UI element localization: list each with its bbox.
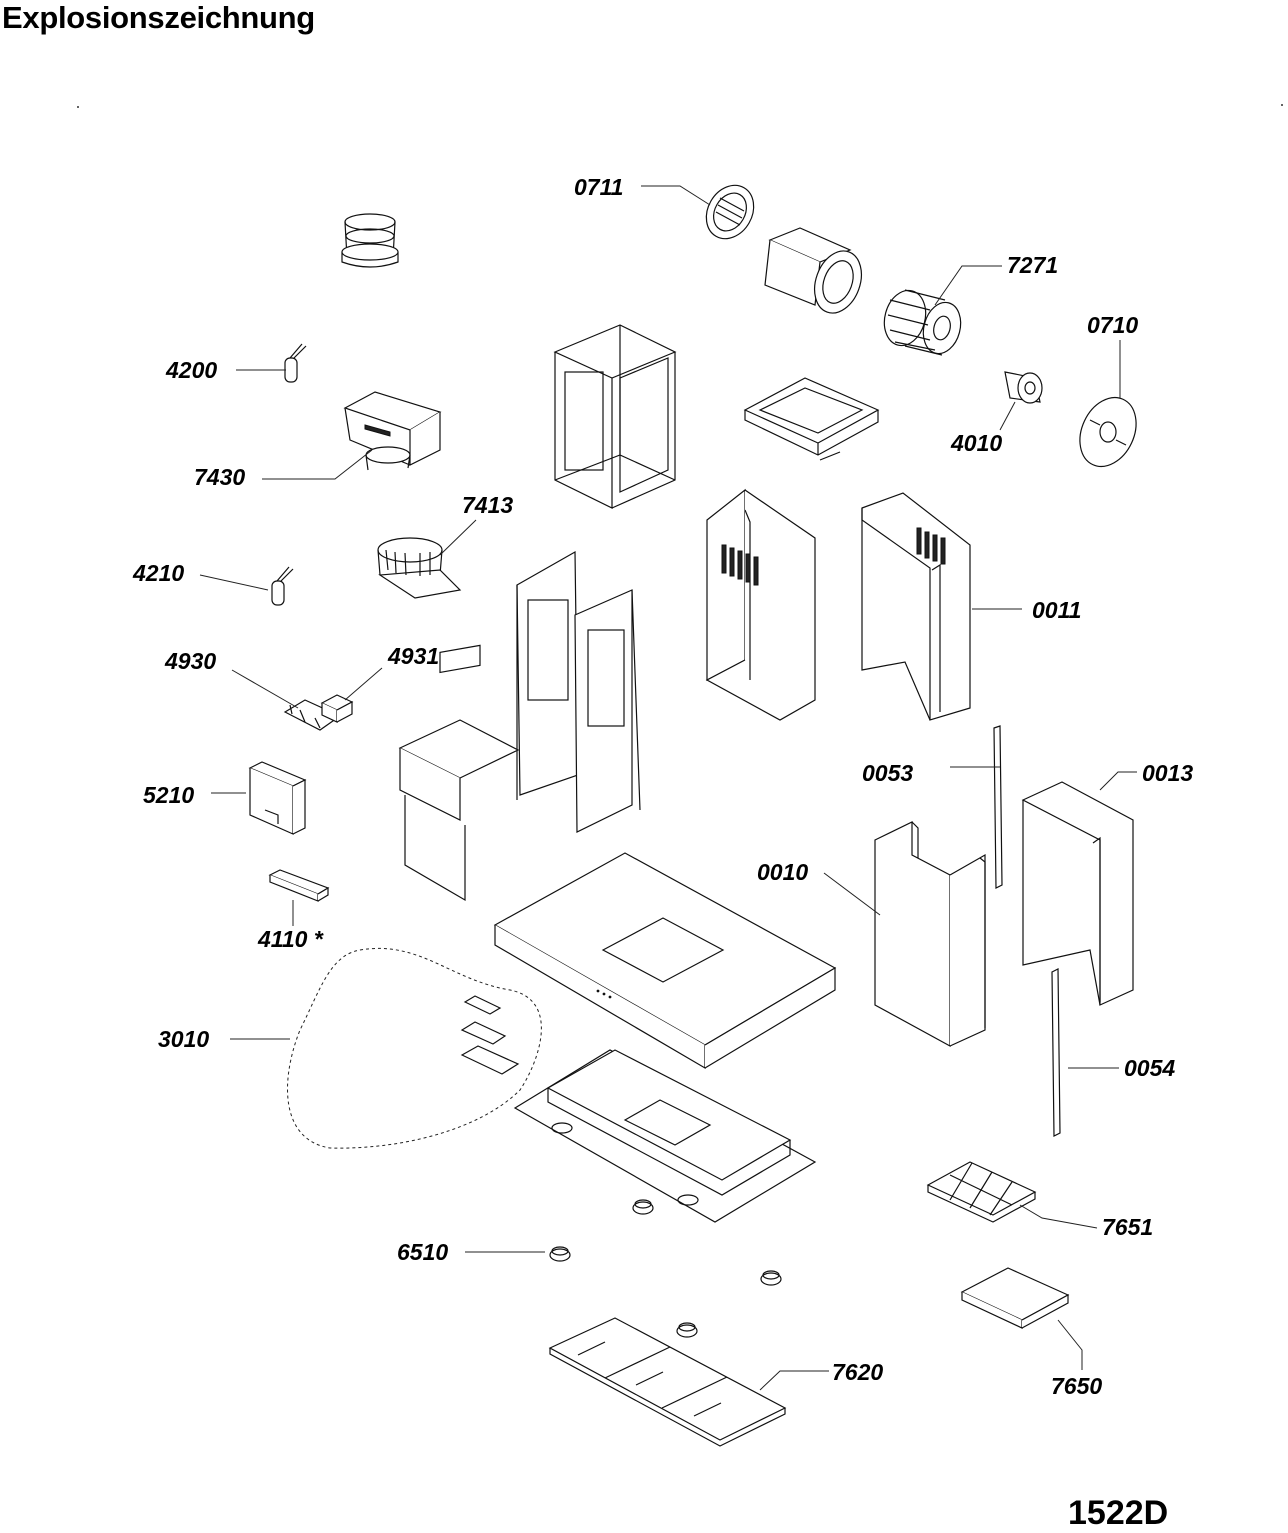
part-4010-motor xyxy=(1004,371,1043,404)
part-7650-carbon-filter xyxy=(960,1267,1070,1329)
part-0054-strip xyxy=(1051,968,1061,1137)
part-0711-grille xyxy=(705,184,755,240)
motor-box-part xyxy=(398,644,520,902)
corner-mark-left xyxy=(77,106,79,108)
fan-housing-part xyxy=(764,227,862,314)
part-label-6510: 6510 xyxy=(397,1239,449,1265)
part-3010-wiring-group xyxy=(287,948,542,1149)
duct-collar-part xyxy=(341,213,399,268)
leader-lines xyxy=(199,185,1137,1391)
part-7271-impeller xyxy=(883,289,962,356)
part-0011-chimney-upper-rear xyxy=(861,492,971,721)
part-4200-capacitor xyxy=(284,343,307,383)
part-label-0054: 0054 xyxy=(1124,1055,1176,1081)
page-title: Explosionszeichnung xyxy=(2,0,315,35)
part-7620-grease-filters xyxy=(548,1317,787,1447)
corner-mark-right xyxy=(1281,104,1283,106)
hood-underside-part xyxy=(513,1049,817,1223)
part-label-7413: 7413 xyxy=(462,492,514,518)
part-label-4010: 4010 xyxy=(951,430,1003,456)
part-label-0011: 0011 xyxy=(1032,597,1082,623)
chimney-upper-front xyxy=(705,488,816,721)
part-label-7271: 7271 xyxy=(1007,252,1059,278)
inner-frame-lower xyxy=(516,550,641,833)
part-0053-strip xyxy=(993,725,1003,889)
part-label-0710: 0710 xyxy=(1087,312,1139,338)
part-label-4210: 4210 xyxy=(133,560,185,586)
part-label-0711: 0711 xyxy=(574,174,624,200)
part-label-5210: 5210 xyxy=(143,782,195,808)
part-label-4930: 4930 xyxy=(165,648,217,674)
inner-frame-upper xyxy=(553,324,677,509)
part-5210-control-box xyxy=(248,761,307,835)
document-number: 1522D xyxy=(1068,1494,1169,1532)
part-label-0013: 0013 xyxy=(1142,760,1194,786)
hood-canopy-part xyxy=(493,852,837,1070)
part-label-3010: 3010 xyxy=(158,1026,210,1052)
part-label-0010: 0010 xyxy=(757,859,809,885)
part-6510-knobs xyxy=(549,1199,782,1338)
part-4931-box xyxy=(320,694,354,723)
part-label-4110: 4110 * xyxy=(258,926,323,952)
part-label-4200: 4200 xyxy=(166,357,218,383)
part-label-0053: 0053 xyxy=(862,760,914,786)
part-7430-diverter xyxy=(343,391,442,471)
part-7413-transition xyxy=(377,537,462,599)
part-7651-filter-frame xyxy=(926,1161,1037,1223)
part-0013-chimney-rear-lower xyxy=(1021,781,1134,1006)
part-label-7430: 7430 xyxy=(194,464,246,490)
part-0710-motor-plate xyxy=(1079,396,1137,468)
part-label-7651: 7651 xyxy=(1102,1214,1154,1240)
part-4110-light xyxy=(268,869,330,902)
part-label-4931: 4931 xyxy=(388,643,440,669)
part-label-7650: 7650 xyxy=(1051,1373,1103,1399)
adapter-frame-part xyxy=(743,377,880,461)
part-4210-capacitor xyxy=(271,566,294,606)
part-label-7620: 7620 xyxy=(832,1359,884,1385)
part-0010-chimney-lower xyxy=(874,821,986,1048)
